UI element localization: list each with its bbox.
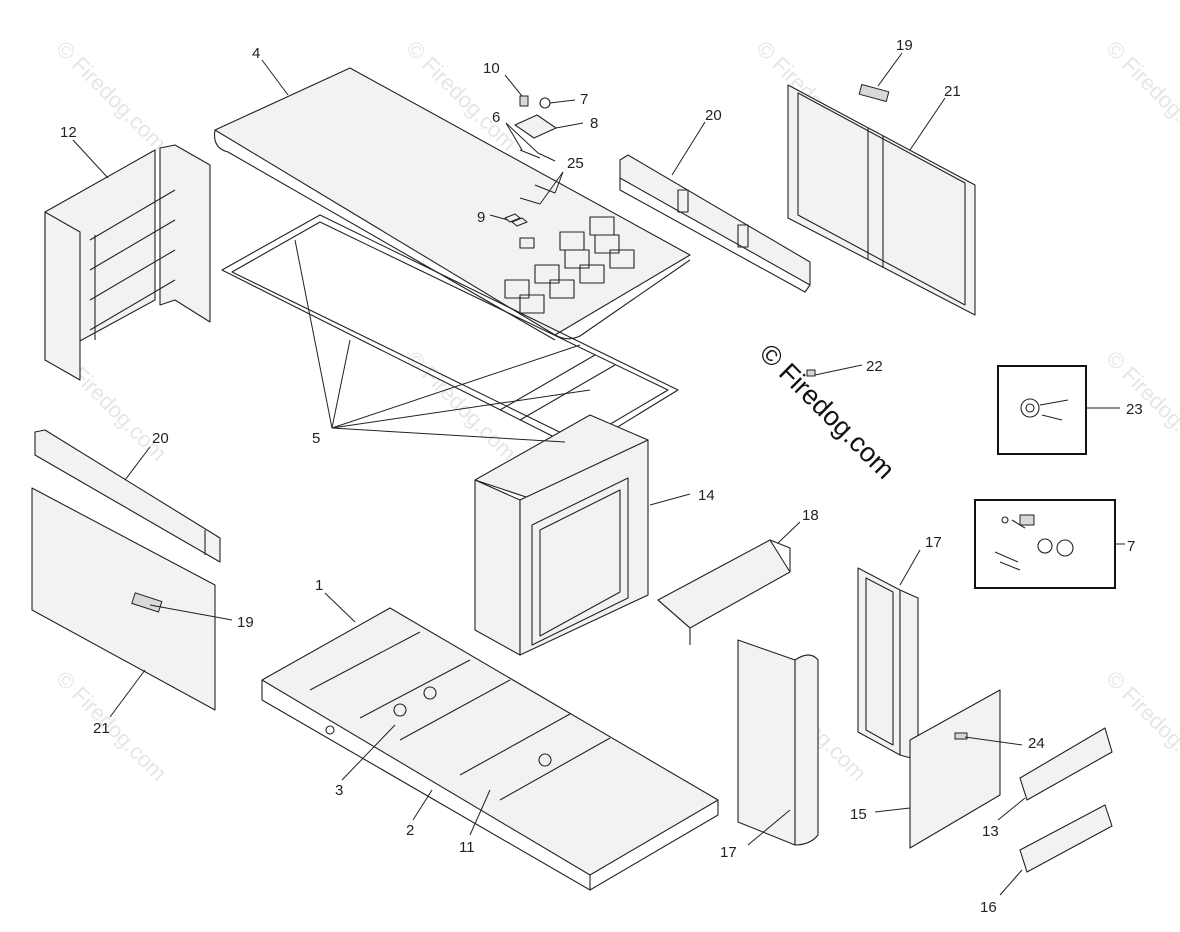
callout-22: 22: [866, 358, 883, 375]
callout-2: 2: [406, 822, 414, 839]
callout-19-upper: 19: [896, 37, 913, 54]
callout-13: 13: [982, 823, 999, 840]
callout-23: 23: [1126, 401, 1143, 418]
callout-6: 6: [492, 109, 500, 126]
callout-1: 1: [315, 577, 323, 594]
watermark-tile: © Firedog.com: [1101, 666, 1180, 786]
callout-17-upper: 17: [925, 534, 942, 551]
inset-lock-set: [997, 365, 1120, 455]
part-top-panel: [213, 67, 691, 341]
callout-21-left: 21: [93, 720, 110, 737]
part-cover-tall: [737, 639, 819, 846]
callout-4: 4: [252, 45, 260, 62]
part-rail-upper: [619, 154, 811, 293]
part-bracket: [1019, 804, 1113, 873]
part-handle-top: [858, 83, 890, 103]
callout-7-inset: 7: [1127, 538, 1135, 555]
part-rail-left: [34, 429, 221, 563]
leader-lines: [72, 52, 1026, 896]
callout-8: 8: [590, 115, 598, 132]
part-side-frame: [857, 567, 919, 761]
callout-9: 9: [477, 209, 485, 226]
callout-5: 5: [312, 430, 320, 447]
part-tray: [657, 539, 791, 645]
callout-12: 12: [60, 124, 77, 141]
part-block: [1019, 727, 1113, 801]
callout-25: 25: [567, 155, 584, 172]
part-label-plate: [954, 732, 968, 740]
callout-11: 11: [459, 839, 475, 856]
callouts: 4 10 7 6 8 25 9 12 20 19 21 22 23 5 20 1…: [60, 37, 1143, 916]
callout-19-left: 19: [237, 614, 254, 631]
watermark-tile: © Firedog.com: [1101, 36, 1180, 156]
part-base-frame: [261, 607, 719, 891]
part-clip: [806, 369, 816, 377]
callout-17-lower: 17: [720, 844, 737, 861]
callout-15: 15: [850, 806, 867, 823]
callout-18: 18: [802, 507, 819, 524]
inset-lock-parts: [974, 499, 1125, 589]
callout-14: 14: [698, 487, 715, 504]
part-panel-left: [31, 487, 216, 711]
callout-20-upper: 20: [705, 107, 722, 124]
part-shelf-unit: [44, 144, 211, 381]
callout-21-upper: 21: [944, 83, 961, 100]
callout-7: 7: [580, 91, 588, 108]
part-side-panel: [909, 689, 1001, 849]
callout-16: 16: [980, 899, 997, 916]
callout-20-left: 20: [152, 430, 169, 447]
part-center-cabinet: [474, 414, 649, 656]
callout-10: 10: [483, 60, 500, 77]
part-door-right: [787, 84, 976, 316]
callout-24: 24: [1028, 735, 1045, 752]
callout-3: 3: [335, 782, 343, 799]
watermark-tile: © Firedog.com: [51, 666, 171, 786]
